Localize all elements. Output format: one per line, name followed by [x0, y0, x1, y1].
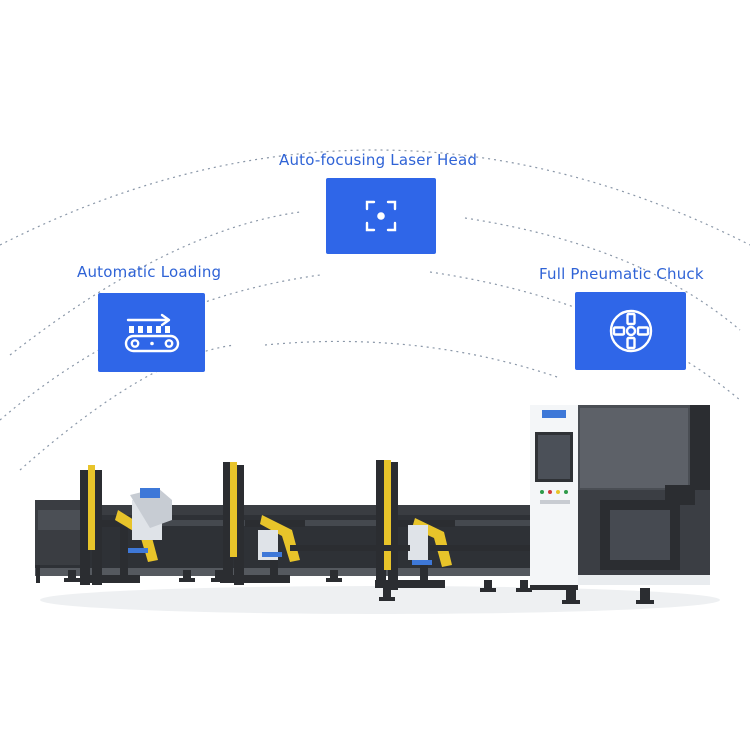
conveyor-arrow-icon	[124, 313, 179, 352]
chuck-crosshair-icon	[609, 309, 652, 353]
focus-target-icon	[365, 200, 397, 232]
feature-label-loading: Automatic Loading	[77, 263, 222, 281]
feature-box-chuck	[575, 292, 686, 370]
feature-box-laser-head	[326, 178, 436, 254]
feature-label-laser-head: Auto-focusing Laser Head	[279, 151, 478, 169]
feature-box-loading	[98, 293, 205, 372]
feature-label-chuck: Full Pneumatic Chuck	[539, 265, 704, 283]
